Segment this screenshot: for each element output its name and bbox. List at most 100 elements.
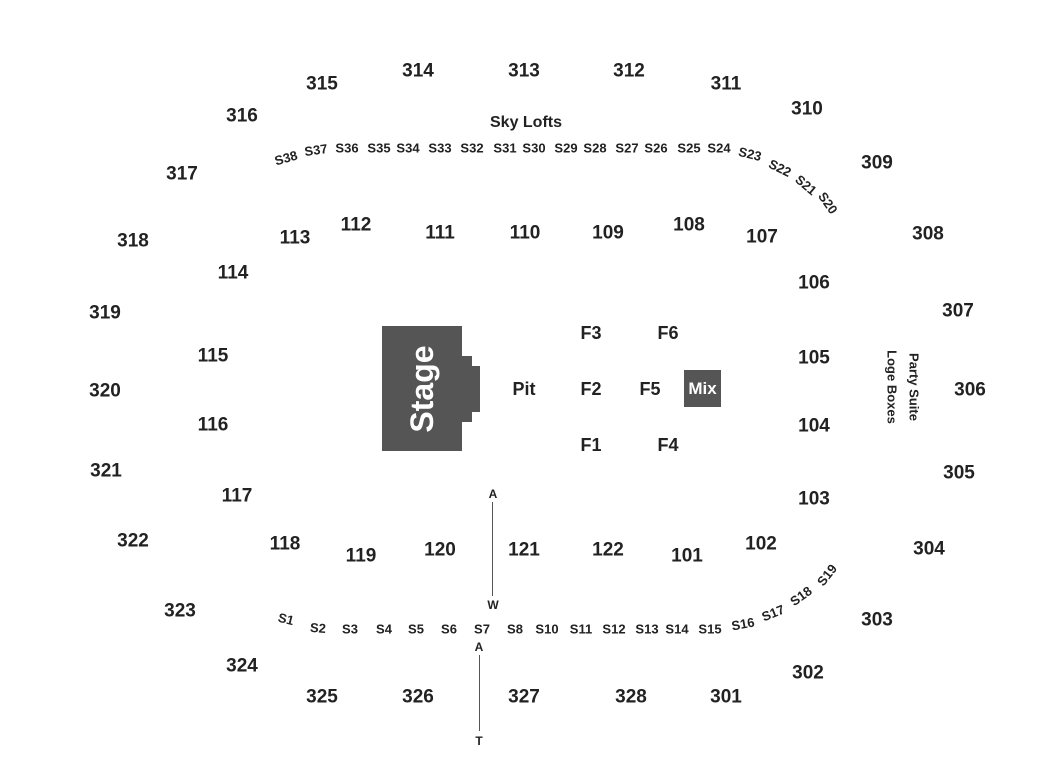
- sky-loft-s7[interactable]: S7: [474, 621, 490, 637]
- section-105[interactable]: 105: [798, 347, 830, 369]
- section-322[interactable]: 322: [117, 530, 149, 552]
- sky-loft-s37[interactable]: S37: [303, 140, 329, 160]
- section-301[interactable]: 301: [710, 686, 742, 708]
- sky-loft-s23[interactable]: S23: [736, 143, 764, 165]
- sky-loft-s20[interactable]: S20: [815, 189, 841, 217]
- sky-loft-s14[interactable]: S14: [665, 621, 689, 637]
- section-302[interactable]: 302: [792, 662, 824, 684]
- sky-loft-s27[interactable]: S27: [615, 140, 639, 156]
- section-303[interactable]: 303: [861, 609, 893, 631]
- sky-loft-s32[interactable]: S32: [460, 140, 484, 156]
- section-312[interactable]: 312: [613, 60, 645, 82]
- section-104[interactable]: 104: [798, 415, 830, 437]
- section-318[interactable]: 318: [117, 230, 149, 252]
- sky-loft-s33[interactable]: S33: [428, 140, 452, 156]
- sky-loft-s15[interactable]: S15: [698, 621, 722, 637]
- sky-loft-s2[interactable]: S2: [309, 619, 327, 637]
- sky-loft-s29[interactable]: S29: [554, 140, 578, 156]
- sky-loft-s35[interactable]: S35: [367, 140, 391, 156]
- section-f4[interactable]: F4: [657, 435, 679, 455]
- section-107[interactable]: 107: [746, 226, 778, 248]
- section-111[interactable]: 111: [425, 222, 455, 244]
- section-324[interactable]: 324: [226, 655, 258, 677]
- sky-loft-s22[interactable]: S22: [766, 156, 794, 180]
- section-313[interactable]: 313: [508, 60, 540, 82]
- section-102[interactable]: 102: [745, 533, 777, 555]
- section-319[interactable]: 319: [89, 302, 121, 324]
- aisle-top-start-label: A: [488, 487, 498, 501]
- stage: [382, 326, 462, 451]
- section-f6[interactable]: F6: [657, 323, 679, 343]
- sky-loft-s19[interactable]: S19: [813, 561, 841, 589]
- sky-loft-s12[interactable]: S12: [602, 621, 626, 637]
- section-f5[interactable]: F5: [639, 379, 661, 399]
- section-309[interactable]: 309: [861, 152, 893, 174]
- sky-loft-s16[interactable]: S16: [730, 614, 756, 634]
- section-f1[interactable]: F1: [580, 435, 602, 455]
- section-113[interactable]: 113: [279, 227, 311, 249]
- sky-loft-s5[interactable]: S5: [408, 621, 424, 637]
- section-110[interactable]: 110: [509, 222, 541, 244]
- sky-loft-s18[interactable]: S18: [787, 583, 815, 609]
- sky-loft-s34[interactable]: S34: [396, 140, 420, 156]
- section-316[interactable]: 316: [226, 105, 258, 127]
- section-122[interactable]: 122: [592, 539, 624, 561]
- section-314[interactable]: 314: [402, 60, 434, 82]
- sky-loft-s36[interactable]: S36: [335, 140, 359, 156]
- section-311[interactable]: 311: [710, 73, 742, 95]
- section-101[interactable]: 101: [671, 545, 703, 567]
- section-120[interactable]: 120: [424, 539, 456, 561]
- sky-loft-s4[interactable]: S4: [376, 621, 392, 637]
- section-315[interactable]: 315: [306, 73, 338, 95]
- section-115[interactable]: 115: [197, 345, 229, 367]
- section-327[interactable]: 327: [508, 686, 540, 708]
- sky-loft-s11[interactable]: S11: [569, 621, 593, 637]
- section-121[interactable]: 121: [508, 539, 540, 561]
- sky-loft-s25[interactable]: S25: [677, 140, 701, 156]
- section-325[interactable]: 325: [306, 686, 338, 708]
- section-114[interactable]: 114: [217, 262, 249, 284]
- section-112[interactable]: 112: [340, 214, 372, 236]
- section-321[interactable]: 321: [90, 460, 122, 482]
- section-310[interactable]: 310: [791, 98, 823, 120]
- sky-loft-s8[interactable]: S8: [507, 621, 523, 637]
- party-suite-label: Party Suite: [906, 353, 922, 421]
- section-118[interactable]: 118: [269, 533, 301, 555]
- sky-loft-s30[interactable]: S30: [522, 140, 546, 156]
- section-317[interactable]: 317: [166, 163, 198, 185]
- section-109[interactable]: 109: [592, 222, 624, 244]
- sky-loft-s17[interactable]: S17: [759, 601, 787, 625]
- section-305[interactable]: 305: [943, 462, 975, 484]
- section-108[interactable]: 108: [673, 214, 705, 236]
- section-320[interactable]: 320: [89, 380, 121, 402]
- section-308[interactable]: 308: [912, 223, 944, 245]
- sky-loft-s10[interactable]: S10: [535, 621, 559, 637]
- section-328[interactable]: 328: [615, 686, 647, 708]
- section-304[interactable]: 304: [913, 538, 945, 560]
- sky-loft-s1[interactable]: S1: [276, 609, 296, 629]
- section-103[interactable]: 103: [798, 488, 830, 510]
- section-323[interactable]: 323: [164, 600, 196, 622]
- section-106[interactable]: 106: [798, 272, 830, 294]
- section-307[interactable]: 307: [942, 300, 974, 322]
- stage-label: Stage: [404, 345, 440, 433]
- section-pit[interactable]: Pit: [512, 379, 536, 399]
- sky-loft-s28[interactable]: S28: [583, 140, 607, 156]
- sky-loft-s38[interactable]: S38: [272, 147, 300, 169]
- sky-loft-s3[interactable]: S3: [342, 621, 358, 637]
- section-116[interactable]: 116: [197, 414, 229, 436]
- section-117[interactable]: 117: [221, 485, 253, 507]
- stage-thrust-tip: [470, 366, 480, 412]
- sky-loft-s6[interactable]: S6: [441, 621, 457, 637]
- sky-loft-s31[interactable]: S31: [493, 140, 517, 156]
- section-119[interactable]: 119: [345, 545, 377, 567]
- section-f2[interactable]: F2: [580, 379, 602, 399]
- sky-loft-s21[interactable]: S21: [792, 171, 820, 199]
- section-326[interactable]: 326: [402, 686, 434, 708]
- sky-loft-s24[interactable]: S24: [707, 140, 731, 156]
- section-306[interactable]: 306: [954, 379, 986, 401]
- sky-loft-s13[interactable]: S13: [635, 621, 659, 637]
- sky-loft-s26[interactable]: S26: [644, 140, 668, 156]
- section-f3[interactable]: F3: [580, 323, 602, 343]
